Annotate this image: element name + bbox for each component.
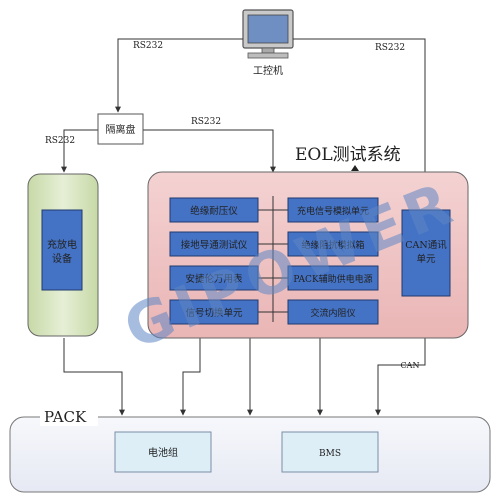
label-rs232-pc-right: RS232	[375, 43, 405, 53]
link-pc-isolator	[115, 38, 243, 113]
eol-title: EOL测试系统	[295, 145, 401, 165]
battery-box	[114, 431, 212, 473]
charger-box	[41, 209, 83, 291]
instrument-box	[287, 231, 379, 257]
right-instruments: 充电信号模拟单元 绝缘阻抗模拟箱 PACK辅助供电电源 交流内阻仪	[287, 197, 379, 325]
instrument-box	[287, 299, 379, 325]
left-instruments: 绝缘耐压仪 接地导通测试仪 安捷伦万用表 信号切换单元	[169, 197, 259, 325]
pack-panel	[9, 416, 491, 493]
can-unit-label-line1: CAN通讯	[405, 240, 447, 251]
charger-label-line2: 设备	[52, 252, 72, 265]
isolator-box	[97, 113, 144, 145]
industrial-pc-icon	[242, 9, 294, 59]
can-unit-label-line2: 单元	[416, 253, 436, 265]
instrument-box	[169, 265, 259, 291]
instrument-signal-switch: 信号切换单元	[185, 307, 243, 319]
pack-title-bg	[40, 408, 98, 426]
battery-label: 电池组	[148, 446, 178, 459]
instrument-box	[169, 231, 259, 257]
instrument-ac-resistance: 交流内阻仪	[310, 307, 355, 319]
instrument-insulation-sim: 绝缘阻抗模拟箱	[301, 239, 364, 251]
instrument-pack-aux-power: PACK辅助供电电源	[293, 273, 372, 285]
bms-box	[281, 431, 379, 473]
label-can: CAN	[401, 361, 420, 370]
link-isolator-eol	[143, 129, 276, 173]
title-marker-icon	[351, 165, 359, 171]
can-unit-box	[401, 209, 451, 297]
link-isolator-charger	[61, 129, 98, 173]
instrument-insulation-tester: 绝缘耐压仪	[190, 205, 238, 217]
charger-label-line1: 充放电	[47, 238, 77, 251]
instrument-charge-signal-sim: 充电信号模拟单元	[297, 205, 369, 217]
pack-title: PACK	[44, 408, 87, 426]
link-pc-can-unit	[293, 38, 428, 209]
isolator-label: 隔离盘	[106, 123, 136, 136]
instrument-multimeter: 安捷伦万用表	[185, 273, 243, 285]
instrument-box	[169, 299, 259, 325]
link-eol-pack-1	[180, 338, 201, 416]
label-rs232-isolator-left: RS232	[45, 136, 75, 146]
instrument-box	[287, 265, 379, 291]
instrument-bus	[258, 196, 288, 322]
label-rs232-pc-left: RS232	[133, 41, 163, 51]
instrument-ground-tester: 接地导通测试仪	[181, 239, 248, 251]
bms-label: BMS	[319, 449, 341, 459]
instrument-box	[169, 197, 259, 223]
label-rs232-isolator-right: RS232	[191, 117, 221, 127]
instrument-box	[287, 197, 379, 223]
pc-label: 工控机	[253, 64, 283, 77]
link-charger-pack	[63, 338, 125, 416]
